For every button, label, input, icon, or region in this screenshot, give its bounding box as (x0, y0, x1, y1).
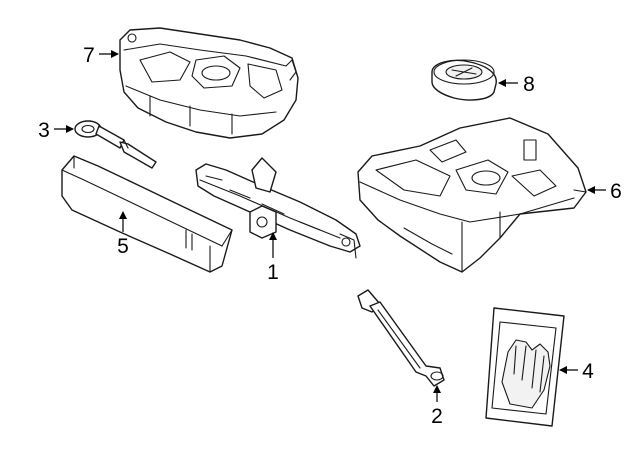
tool-tray-lower (357, 117, 587, 273)
callout-6: 6 (610, 180, 622, 203)
callout-2: 2 (431, 405, 443, 428)
eye-bolt (74, 120, 157, 169)
grommet-plug (431, 59, 497, 101)
gloves-pack (485, 307, 565, 427)
callout-7: 7 (83, 44, 95, 67)
tool-bag (61, 155, 233, 273)
lug-wrench (357, 289, 445, 387)
callout-4: 4 (582, 360, 594, 383)
callout-1: 1 (267, 261, 279, 284)
callout-3: 3 (38, 119, 50, 142)
tool-tray-upper (119, 27, 299, 139)
callout-8: 8 (523, 73, 535, 96)
callout-5: 5 (117, 235, 129, 258)
scissor-jack (195, 157, 361, 259)
